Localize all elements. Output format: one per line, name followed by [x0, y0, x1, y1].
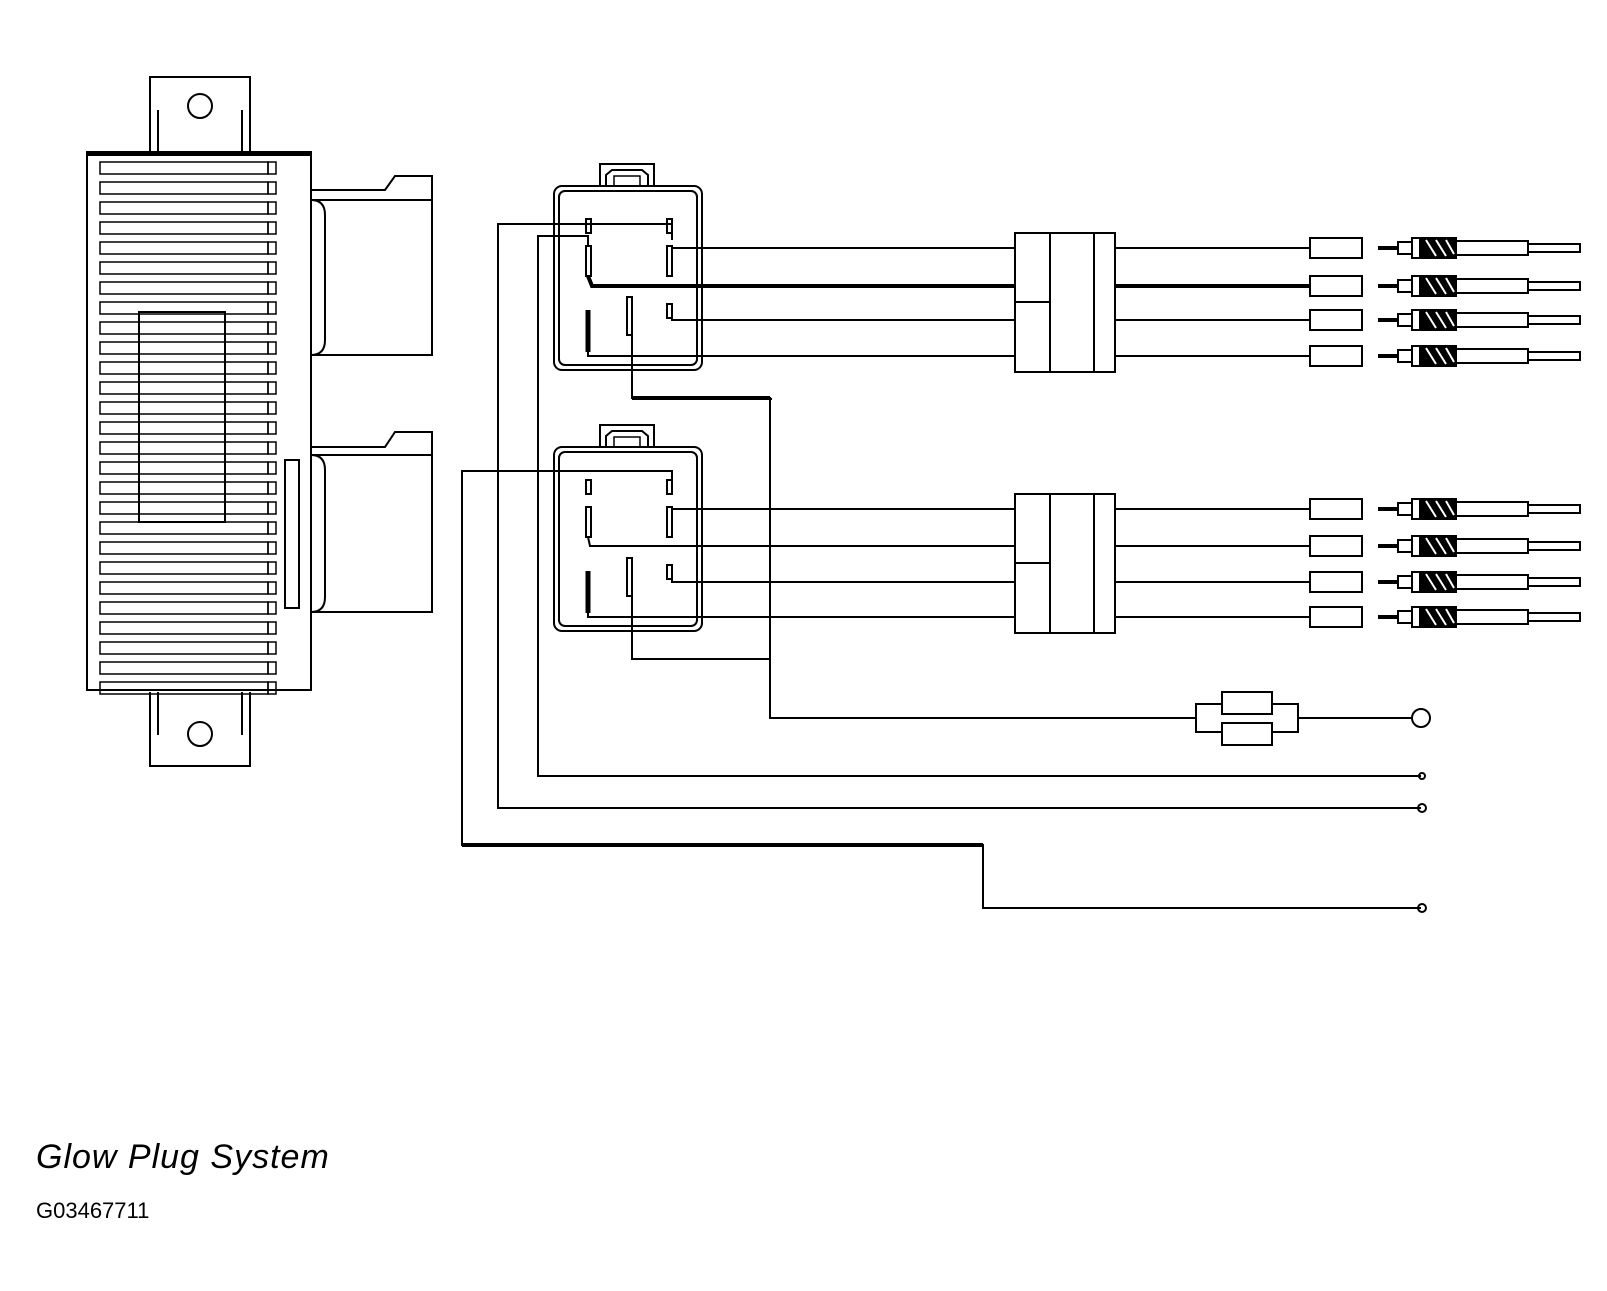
glow-plug-3 [1309, 309, 1581, 331]
glow-plug-7 [1309, 571, 1581, 593]
connector-upper [1014, 232, 1116, 373]
terminal-icon [1418, 772, 1426, 780]
terminal-icon [1417, 803, 1427, 813]
cooling-fin [99, 541, 269, 555]
upper-relay-wires [497, 223, 1421, 809]
figure-code: G03467711 [36, 1198, 150, 1223]
cooling-fin [99, 561, 269, 575]
cooling-fin [99, 621, 269, 635]
mount-hole-icon [187, 93, 213, 119]
lower-relay-wires [461, 470, 1421, 909]
cooling-fin [99, 241, 269, 255]
glow-plug-1 [1309, 237, 1581, 259]
terminal-icon [1411, 708, 1431, 728]
cooling-fin [99, 641, 269, 655]
cooling-fin [99, 281, 269, 295]
glow-plug-5 [1309, 498, 1581, 520]
cooling-fin [99, 521, 269, 535]
glow-plug-6 [1309, 535, 1581, 557]
mount-hole-icon [187, 721, 213, 747]
cooling-fin [99, 661, 269, 675]
cooling-fin [99, 601, 269, 615]
cooling-fin [99, 581, 269, 595]
glow-plug-2 [1309, 275, 1581, 297]
cooling-fin [99, 261, 269, 275]
glow-plug-8 [1309, 606, 1581, 628]
fuse [1195, 691, 1431, 746]
relay-lower [553, 424, 703, 632]
control-module [86, 76, 433, 767]
relay-upper [553, 163, 703, 371]
cooling-fin [99, 181, 269, 195]
cooling-fin [99, 221, 269, 235]
wiring-diagram [86, 76, 1581, 913]
connector-lower [1014, 493, 1116, 634]
diagram-title: Glow Plug System [36, 1138, 330, 1176]
cooling-fin [99, 201, 269, 215]
cooling-fin [99, 161, 269, 175]
terminal-icon [1417, 903, 1427, 913]
glow-plug-4 [1309, 345, 1581, 367]
